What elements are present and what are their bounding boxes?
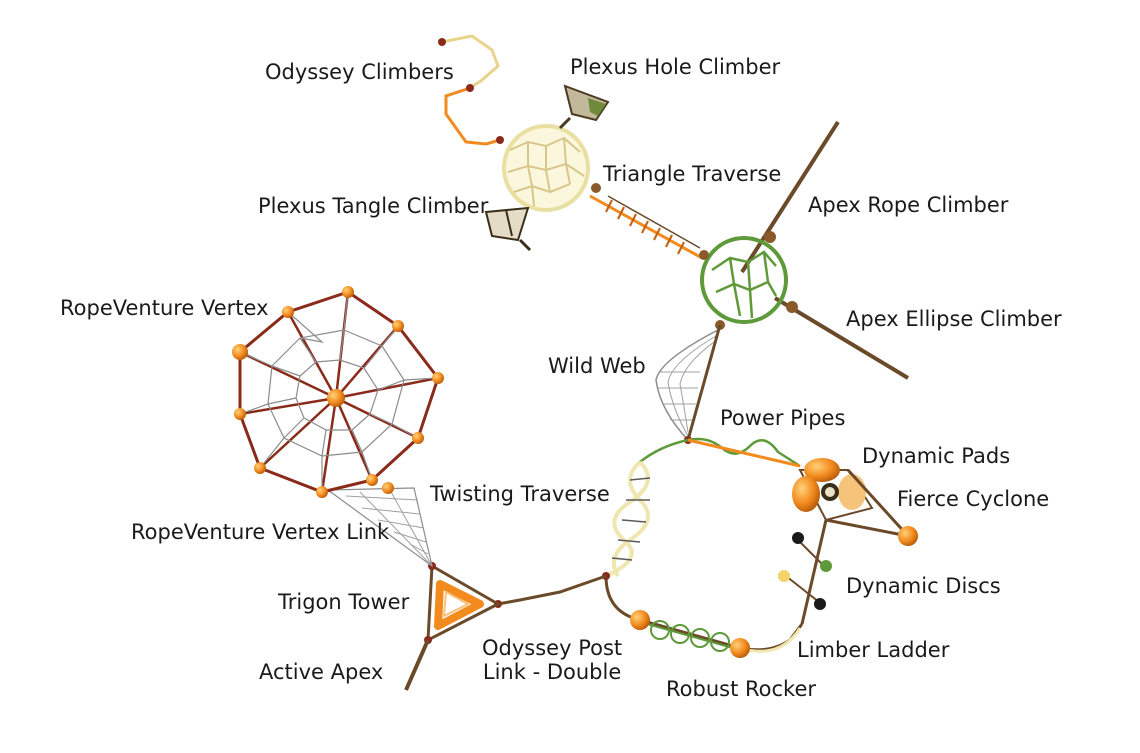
label-dynamic-discs: Dynamic Discs	[846, 574, 1001, 598]
odyssey-post-link-double	[494, 574, 607, 608]
label-twisting-traverse: Twisting Traverse	[430, 482, 610, 506]
plexus-tangle-bowl	[484, 206, 532, 252]
odyssey-climbers	[438, 34, 504, 146]
label-triangle-traverse: Triangle Traverse	[603, 162, 782, 186]
dynamic-pads	[792, 458, 874, 522]
label-active-apex: Active Apex	[259, 660, 384, 684]
label-trigon-tower: Trigon Tower	[278, 590, 410, 614]
label-power-pipes: Power Pipes	[720, 406, 846, 430]
apex-ellipse-climber	[700, 236, 788, 324]
label-apex-ellipse-climber: Apex Ellipse Climber	[846, 307, 1062, 331]
ropeventure-vertex-link	[326, 482, 433, 568]
plexus-hole-climber	[558, 84, 610, 130]
label-plexus-hole-climber: Plexus Hole Climber	[570, 55, 781, 79]
apex-rope-climber	[715, 120, 910, 380]
plexus-tangle-climber	[484, 84, 610, 252]
label-odyssey-post-link-double: Odyssey Post Link - Double	[482, 636, 623, 684]
ropeventure-vertex	[232, 286, 444, 498]
label-odyssey-climbers: Odyssey Climbers	[265, 60, 454, 84]
trigon-tower	[424, 562, 502, 644]
label-apex-rope-climber: Apex Rope Climber	[808, 193, 1009, 217]
label-plexus-tangle-climber: Plexus Tangle Climber	[258, 194, 489, 218]
label-limber-ladder: Limber Ladder	[797, 638, 950, 662]
label-ropeventure-vertex: RopeVenture Vertex	[60, 296, 269, 320]
power-pipes	[639, 437, 801, 468]
label-ropeventure-vertex-link: RopeVenture Vertex Link	[131, 520, 390, 544]
robust-rocker	[630, 610, 750, 658]
twisting-traverse	[602, 460, 651, 580]
label-wild-web: Wild Web	[548, 354, 646, 378]
fierce-cyclone	[825, 468, 918, 546]
wild-web	[655, 324, 722, 444]
label-robust-rocker: Robust Rocker	[666, 677, 816, 701]
label-dynamic-pads: Dynamic Pads	[862, 444, 1011, 468]
triangle-traverse	[589, 183, 709, 260]
active-apex	[404, 639, 430, 691]
dynamic-discs	[778, 519, 832, 625]
label-fierce-cyclone: Fierce Cyclone	[897, 487, 1050, 511]
